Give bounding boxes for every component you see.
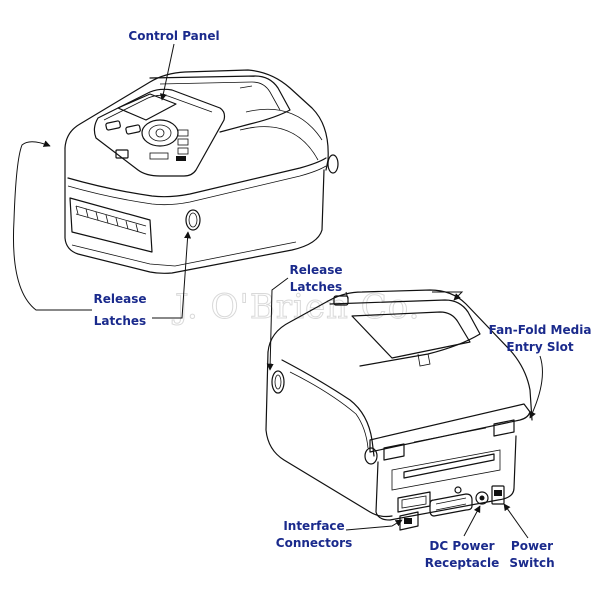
label-dc-power-line1: DC Power bbox=[429, 539, 494, 553]
label-release-latches-right-line2: Latches bbox=[290, 280, 342, 294]
label-control-panel: Control Panel bbox=[128, 29, 219, 43]
label-power-switch-line1: Power bbox=[511, 539, 553, 553]
printer-back-view bbox=[265, 289, 533, 531]
label-interface-connectors-line2: Connectors bbox=[276, 536, 352, 550]
label-release-latches-left-line2: Latches bbox=[94, 314, 146, 328]
watermark-text: J. O'Brien Co. bbox=[172, 287, 420, 327]
label-fan-fold-line1: Fan-Fold Media bbox=[489, 323, 592, 337]
label-release-latches-left-line1: Release bbox=[93, 292, 146, 306]
leader-lines bbox=[13, 43, 543, 539]
label-interface-connectors-line1: Interface bbox=[283, 519, 344, 533]
label-dc-power-line2: Receptacle bbox=[425, 556, 499, 570]
label-fan-fold-line2: Entry Slot bbox=[506, 340, 573, 354]
printer-front-view bbox=[64, 69, 339, 274]
label-power-switch-line2: Switch bbox=[509, 556, 554, 570]
label-release-latches-right-line1: Release bbox=[289, 263, 342, 277]
